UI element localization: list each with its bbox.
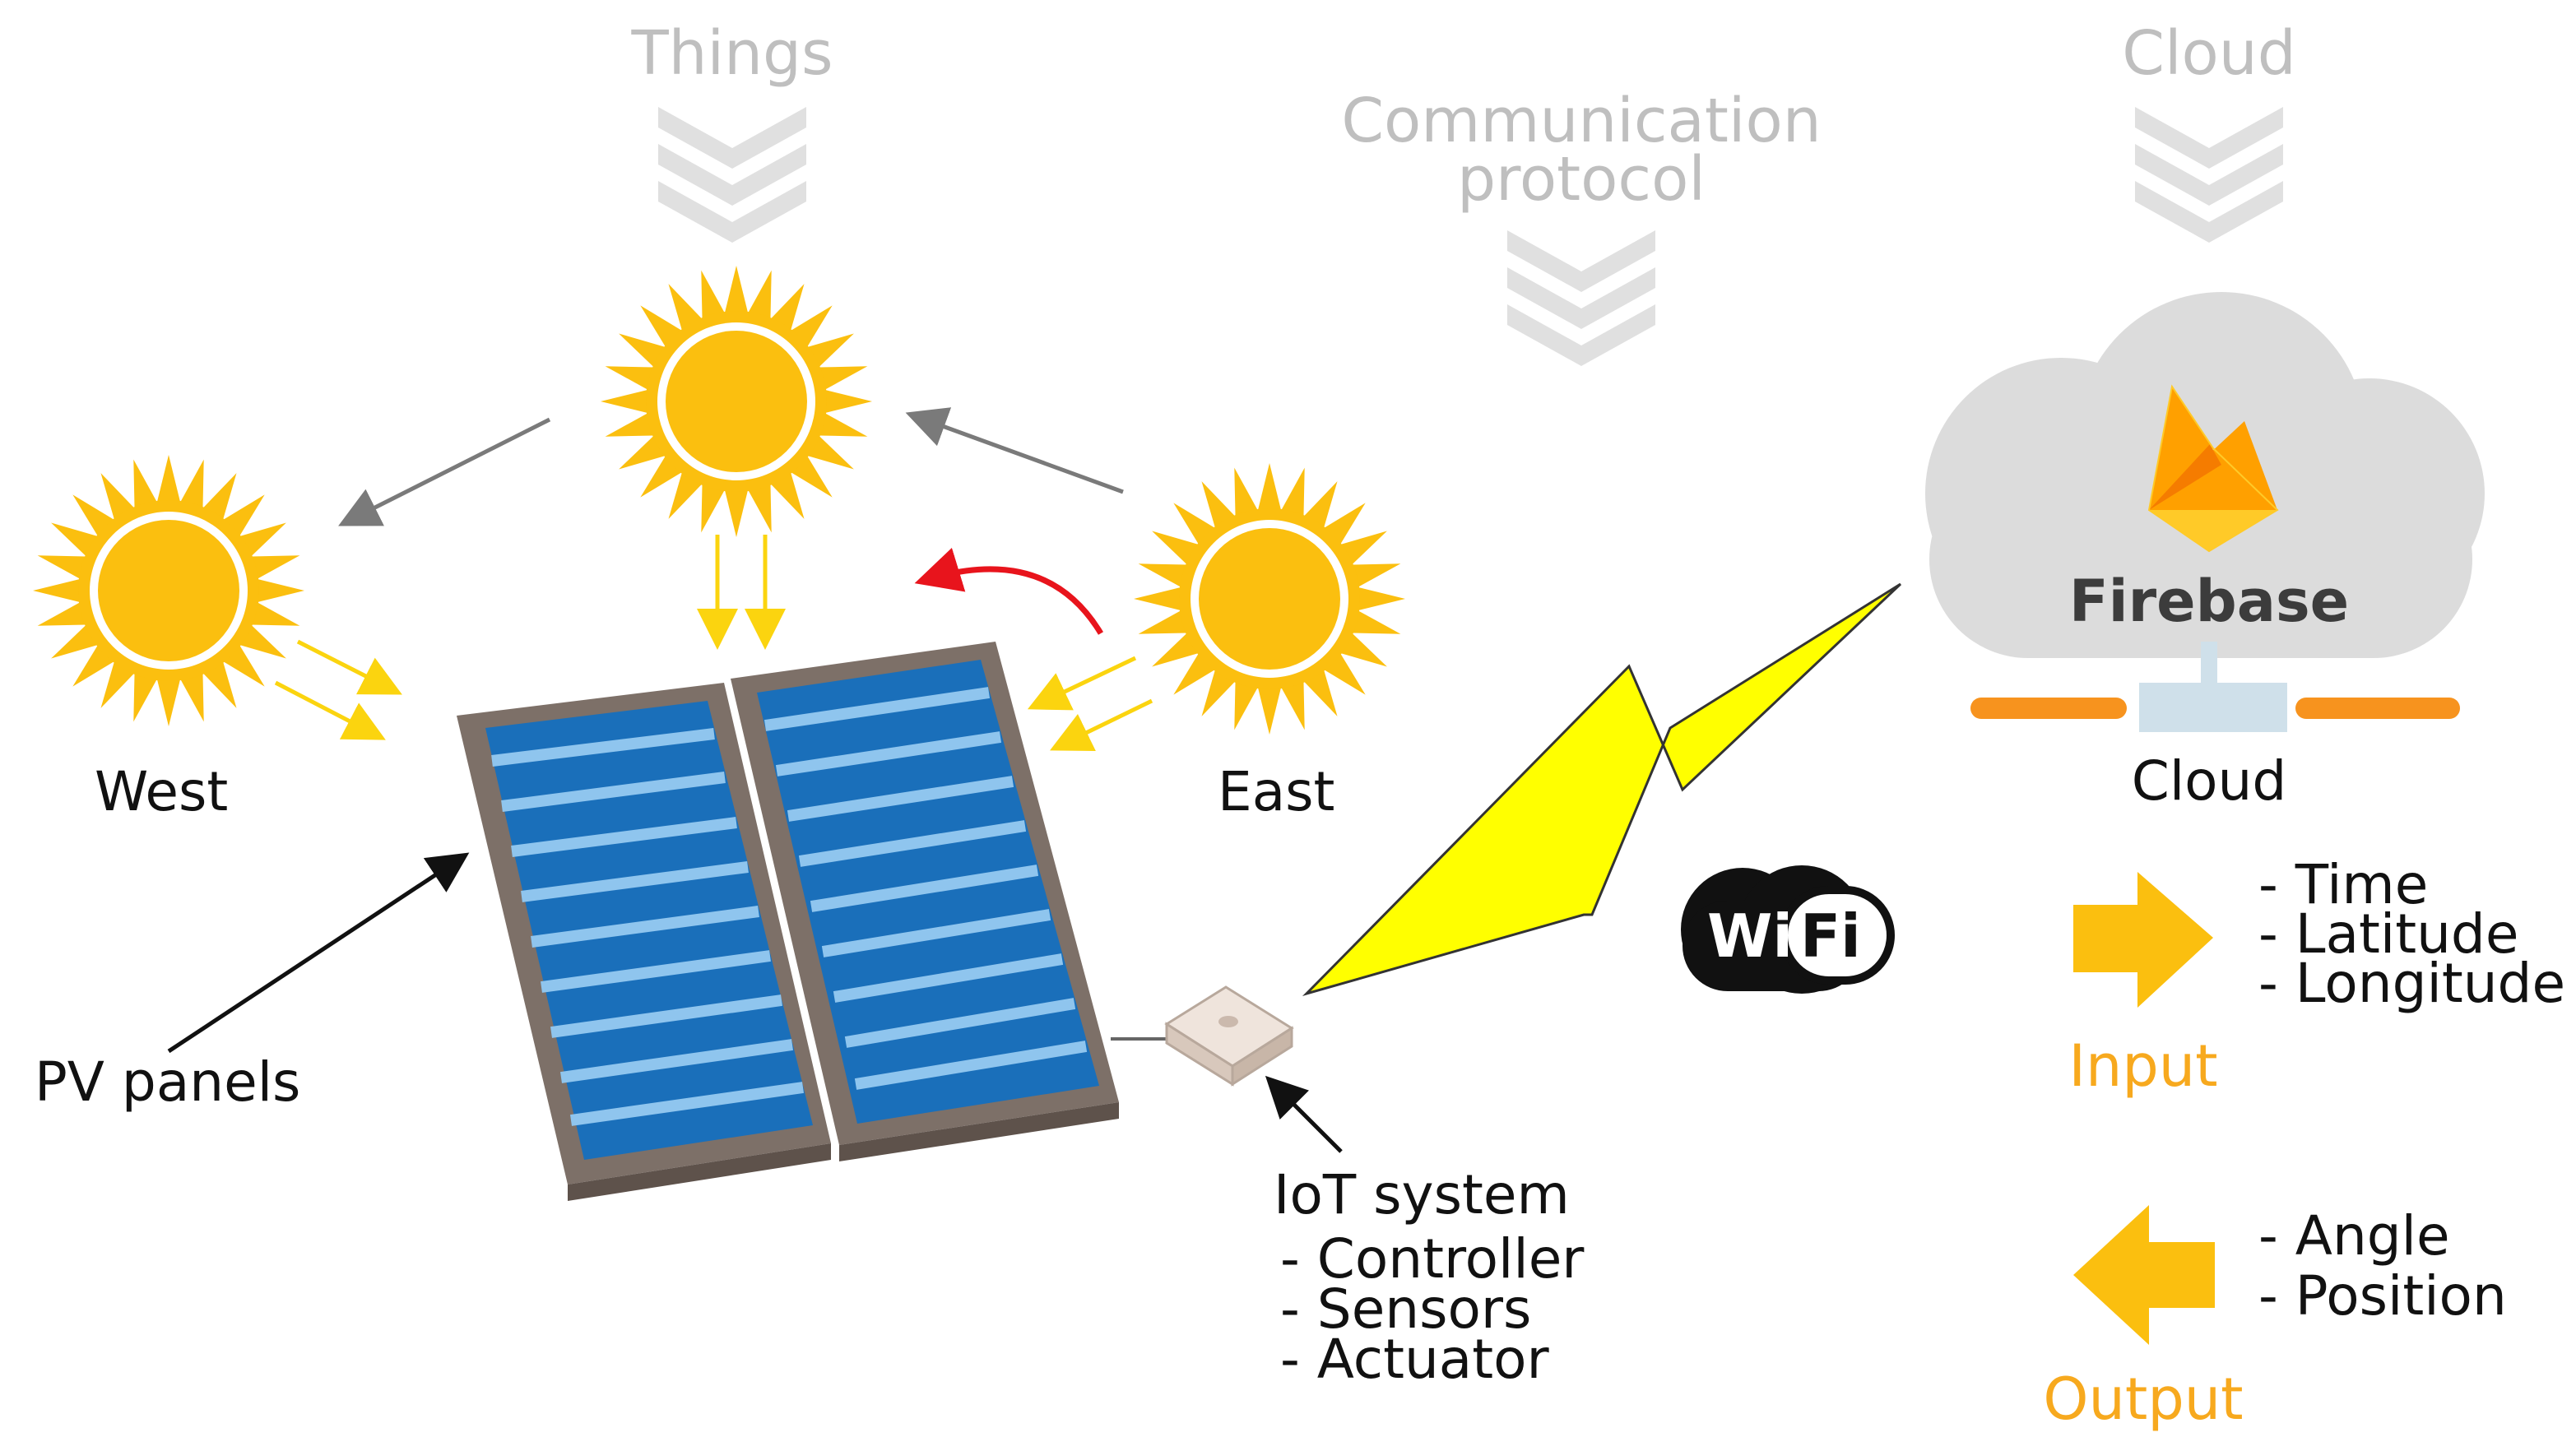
label-west: West xyxy=(95,760,228,823)
network-connector-icon xyxy=(1970,642,2460,732)
wifi-text-wi: Wi xyxy=(1707,902,1793,971)
wifi-text-fi: Fi xyxy=(1800,902,1861,971)
iot-item-controller: - Controller xyxy=(1280,1227,1585,1291)
input-item-time: - Time xyxy=(2258,853,2428,916)
wifi-logo: Wi Fi xyxy=(1681,865,1895,994)
output-item-position: - Position xyxy=(2258,1264,2507,1328)
firebase-logo-icon xyxy=(2147,384,2279,553)
pv-panels xyxy=(457,642,1119,1201)
header-things: Things xyxy=(630,18,833,89)
sun-path-arrow-east xyxy=(905,407,1124,494)
lightning-bolt-icon xyxy=(1302,582,1902,997)
sun-west-icon xyxy=(33,455,304,726)
label-iot-system: IoT system xyxy=(1274,1163,1570,1226)
light-ray xyxy=(1027,656,1137,711)
light-ray xyxy=(296,639,402,695)
header-communication-line2: protocol xyxy=(1457,144,1706,215)
light-ray xyxy=(274,680,386,740)
iot-pointer-arrow xyxy=(1265,1075,1343,1153)
header-cloud: Cloud xyxy=(2122,18,2295,89)
label-input: Input xyxy=(2068,1032,2217,1100)
label-pv-panels: PV panels xyxy=(35,1050,300,1114)
firebase-cloud-icon xyxy=(1925,292,2485,658)
input-item-latitude: - Latitude xyxy=(2258,902,2518,966)
input-arrow-icon xyxy=(2073,872,2213,1008)
input-item-longitude: - Longitude xyxy=(2258,952,2565,1015)
iot-item-actuator: - Actuator xyxy=(1280,1328,1549,1391)
output-item-angle: - Angle xyxy=(2258,1204,2450,1268)
communication-chevron-icon xyxy=(1507,230,1655,366)
sun-east-icon xyxy=(1134,463,1405,735)
header-communication-line1: Communication xyxy=(1341,86,1821,156)
sun-path-arrow-west xyxy=(338,417,551,526)
iot-item-sensors: - Sensors xyxy=(1280,1277,1531,1341)
label-cloud: Cloud xyxy=(2132,749,2287,813)
cloud-chevron-icon xyxy=(2135,107,2283,243)
rotation-arrow-icon xyxy=(914,547,1104,635)
sun-noon-icon xyxy=(601,266,872,537)
label-output: Output xyxy=(2043,1365,2243,1433)
output-arrow-icon xyxy=(2073,1205,2215,1345)
label-east: East xyxy=(1218,760,1334,823)
pv-panels-pointer-arrow xyxy=(167,852,470,1054)
iot-device-icon xyxy=(1164,985,1294,1087)
things-chevron-icon xyxy=(658,107,806,243)
light-ray xyxy=(1050,698,1153,751)
label-firebase: Firebase xyxy=(2069,568,2349,635)
